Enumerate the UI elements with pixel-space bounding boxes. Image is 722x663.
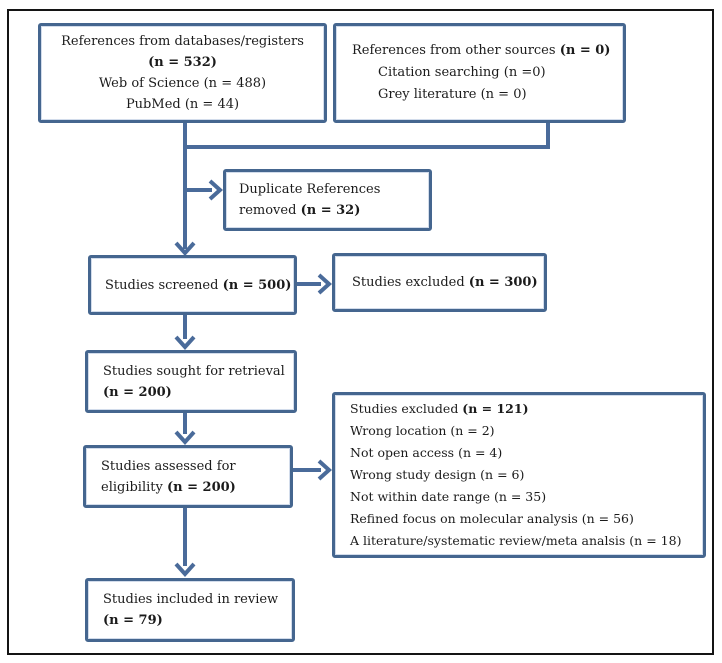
- box-line: Not open access (n = 4): [350, 445, 503, 460]
- outer-frame: [7, 9, 714, 655]
- box-line: PubMed (n = 44): [125, 97, 240, 112]
- connector-screened-to-sought: [174, 315, 196, 350]
- box-studies-included: Studies included in review (n = 79): [85, 578, 295, 642]
- box-line: A literature/systematic review/meta anal…: [350, 533, 682, 548]
- box-studies-assessed: Studies assessed for eligibility (n = 20…: [83, 445, 293, 508]
- connector-databases-to-screened: [174, 123, 196, 256]
- box-studies-excluded-screening: Studies excluded (n = 300): [332, 253, 547, 312]
- box-duplicates-removed: Duplicate References removed (n = 32): [223, 169, 432, 231]
- box-line: References from other sources (n = 0): [352, 43, 611, 58]
- box-references-other-sources: References from other sources (n = 0) Ci…: [333, 23, 626, 123]
- box-line: Studies excluded (n = 121): [350, 401, 529, 416]
- box-line: Studies included in review: [103, 592, 279, 607]
- box-references-databases: References from databases/registers (n =…: [38, 23, 327, 123]
- box-line: (n = 200): [103, 384, 172, 400]
- box-studies-excluded-eligibility: Studies excluded (n = 121) Wrong locatio…: [332, 392, 706, 558]
- connector-assessed-to-excluded: [293, 459, 332, 481]
- connector-other-sources-to-junction: [187, 123, 550, 149]
- connector-sought-to-assessed: [174, 413, 196, 445]
- connector-assessed-to-included: [174, 508, 196, 577]
- box-line: eligibility (n = 200): [101, 479, 236, 495]
- box-line: Web of Science (n = 488): [98, 76, 267, 91]
- box-line: Refined focus on molecular analysis (n =…: [350, 511, 634, 526]
- box-line: Grey literature (n = 0): [378, 87, 527, 102]
- box-line: Not within date range (n = 35): [350, 489, 547, 504]
- connector-screened-to-excluded: [297, 273, 332, 295]
- box-line: Studies excluded (n = 300): [352, 275, 538, 290]
- box-line: removed (n = 32): [239, 203, 361, 218]
- box-studies-screened: Studies screened (n = 500): [88, 255, 297, 315]
- box-line: Studies assessed for: [101, 458, 236, 474]
- box-line: (n = 532): [148, 55, 217, 70]
- box-studies-sought: Studies sought for retrieval (n = 200): [85, 350, 297, 413]
- box-line: Citation searching (n =0): [378, 65, 546, 80]
- box-line: Wrong study design (n = 6): [350, 467, 525, 482]
- box-line: References from databases/registers: [61, 34, 304, 49]
- connector-branch-to-duplicates: [185, 179, 223, 201]
- box-line: (n = 79): [103, 613, 163, 628]
- box-line: Duplicate References: [239, 182, 381, 197]
- box-line: Wrong location (n = 2): [350, 423, 495, 438]
- box-line: Studies sought for retrieval: [103, 363, 285, 379]
- box-line: Studies screened (n = 500): [105, 277, 292, 293]
